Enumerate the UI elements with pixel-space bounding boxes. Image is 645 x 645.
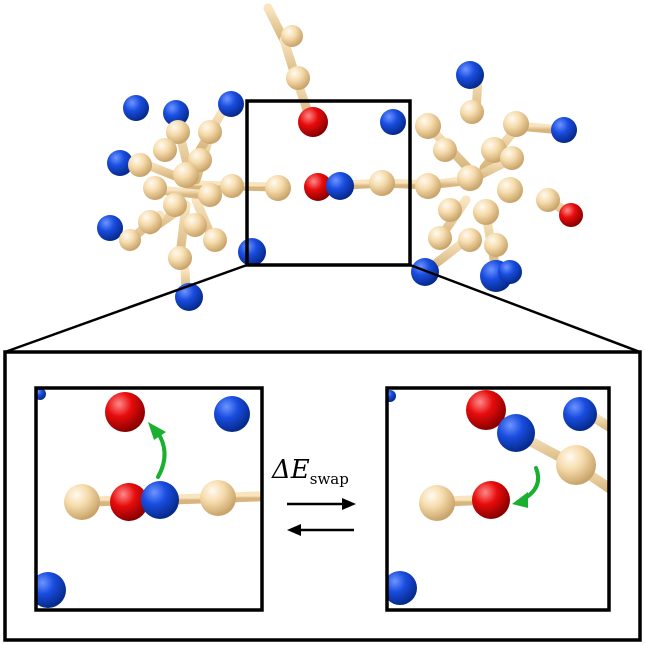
molecular-structure [97,3,583,311]
zoom-line-right [409,263,641,354]
zoom-panel-frame [3,350,642,642]
delta-e-text: ΔE [271,455,310,485]
panel-before-swap [34,386,264,612]
zoom-region-box [245,99,412,267]
forward-arrow-icon [342,498,356,510]
reverse-arrow-icon [287,524,301,536]
swap-energy-label: ΔEswap [271,455,349,488]
equilibrium-arrows [287,498,356,536]
center-chain [265,25,406,201]
right-cluster [411,61,583,292]
zoom-line-left [4,263,248,354]
swap-subscript-text: swap [310,470,349,488]
svg-text:ΔEswap: ΔEswap [271,455,349,488]
left-cluster [97,91,266,311]
panel-after-swap [385,386,611,612]
